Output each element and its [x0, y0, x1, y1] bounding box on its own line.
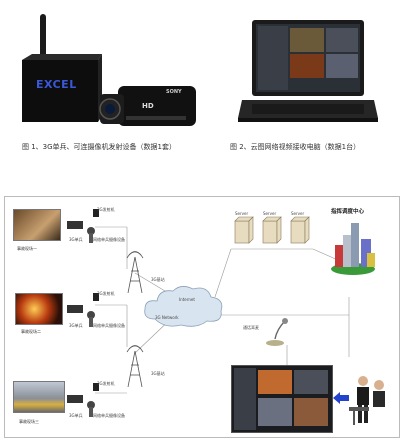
site-kit-1 [63, 205, 123, 245]
caption-figure-1: 图 1、3G单兵、可连摄像机发射设备（数据1套） [22, 143, 177, 151]
server-label-3: Server [291, 211, 305, 216]
antenna-icon [22, 14, 102, 122]
operators-icon [349, 373, 393, 429]
server-group [229, 211, 319, 251]
kit-label-1b: 3G单兵 [69, 237, 83, 242]
kit-label-1a: 3G发射机 [97, 207, 115, 212]
center-title: 指挥调度中心 [331, 209, 365, 215]
tower-icon-1 [125, 251, 145, 294]
kit-label-2c: 网络单兵摄像设备 [93, 323, 125, 328]
site-label-2: 事故现场二 [21, 329, 41, 334]
laptop-photo [238, 18, 378, 130]
microphone-icon [263, 317, 293, 347]
camcorder-badge: HD [142, 102, 154, 110]
server-label-2: Server [263, 211, 277, 216]
site-photo-2 [15, 293, 63, 325]
site-kit-2 [63, 289, 123, 329]
transmitter-photo: EXCEL [12, 10, 102, 130]
receiver-screen [231, 365, 333, 433]
kit-label-3b: 3G单兵 [69, 413, 83, 418]
site-kit-3 [63, 379, 123, 419]
cloud-label-3g: 3G Network [155, 315, 179, 320]
tower-label-2: 3G基站 [151, 371, 165, 376]
camcorder-photo: HD SONY [96, 80, 200, 132]
cloud-icon [141, 283, 225, 331]
site-photo-3 [13, 381, 65, 413]
city-buildings-icon [327, 217, 379, 277]
kit-label-2b: 3G单兵 [69, 323, 83, 328]
site-label-3: 事故现场三 [19, 419, 39, 424]
camcorder-brand: SONY [166, 89, 182, 95]
device-brand-label: EXCEL [36, 78, 77, 91]
site-label-1: 事故现场一 [17, 246, 37, 251]
kit-label-3c: 网络单兵摄像设备 [93, 413, 125, 418]
kit-label-3a: 3G发射机 [97, 381, 115, 386]
tower-icon-2 [125, 345, 145, 388]
cloud-label-internet: Internet [179, 297, 195, 302]
tower-label-1: 3G基站 [151, 277, 165, 282]
site-photo-1 [13, 209, 61, 241]
arrow-icon [333, 389, 349, 404]
server-label-1: Server [235, 211, 249, 216]
mic-label: 通话耳麦 [243, 325, 259, 330]
kit-label-1c: 网络单兵摄像设备 [93, 237, 125, 242]
caption-figure-2: 图 2、云图网络视频接收电脑（数据1台） [230, 143, 361, 151]
kit-label-2a: 3G发射机 [97, 291, 115, 296]
network-diagram: 事故现场一 3G发射机 3G单兵 网络单兵摄像设备 事故现场二 3G发射机 3G… [4, 196, 400, 438]
